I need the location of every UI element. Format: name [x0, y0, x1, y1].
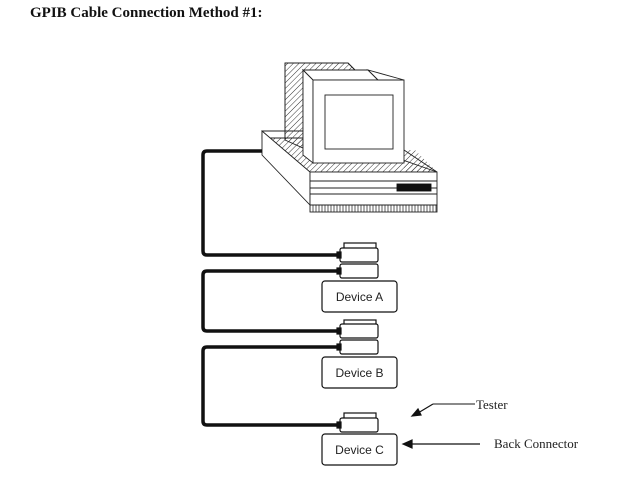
device-a-label: Device A	[336, 290, 383, 304]
page-title: GPIB Cable Connection Method #1:	[30, 5, 263, 21]
gpib-cables	[201, 149, 338, 427]
back-connector-label: Back Connector	[494, 436, 579, 451]
device-b-box	[321, 356, 398, 389]
device-c-box	[321, 433, 398, 466]
device-a-box	[321, 280, 398, 313]
cable-device-b-to-device-c	[201, 345, 338, 427]
device-b-label: Device B	[335, 366, 383, 380]
cable-computer-to-device-a	[201, 149, 338, 257]
connector-device-c	[336, 412, 379, 433]
connector-device-b-top	[336, 319, 379, 339]
device-c-label: Device C	[335, 443, 384, 457]
tester-label: Tester	[476, 397, 508, 412]
tester-arrow	[410, 403, 475, 417]
connector-device-a-bottom	[336, 263, 379, 279]
cable-device-a-to-device-b	[201, 269, 338, 333]
connector-device-a-top	[336, 242, 379, 263]
computer-icon	[261, 62, 438, 213]
connector-device-b-bottom	[336, 339, 379, 355]
back-connector-arrow	[401, 439, 480, 449]
